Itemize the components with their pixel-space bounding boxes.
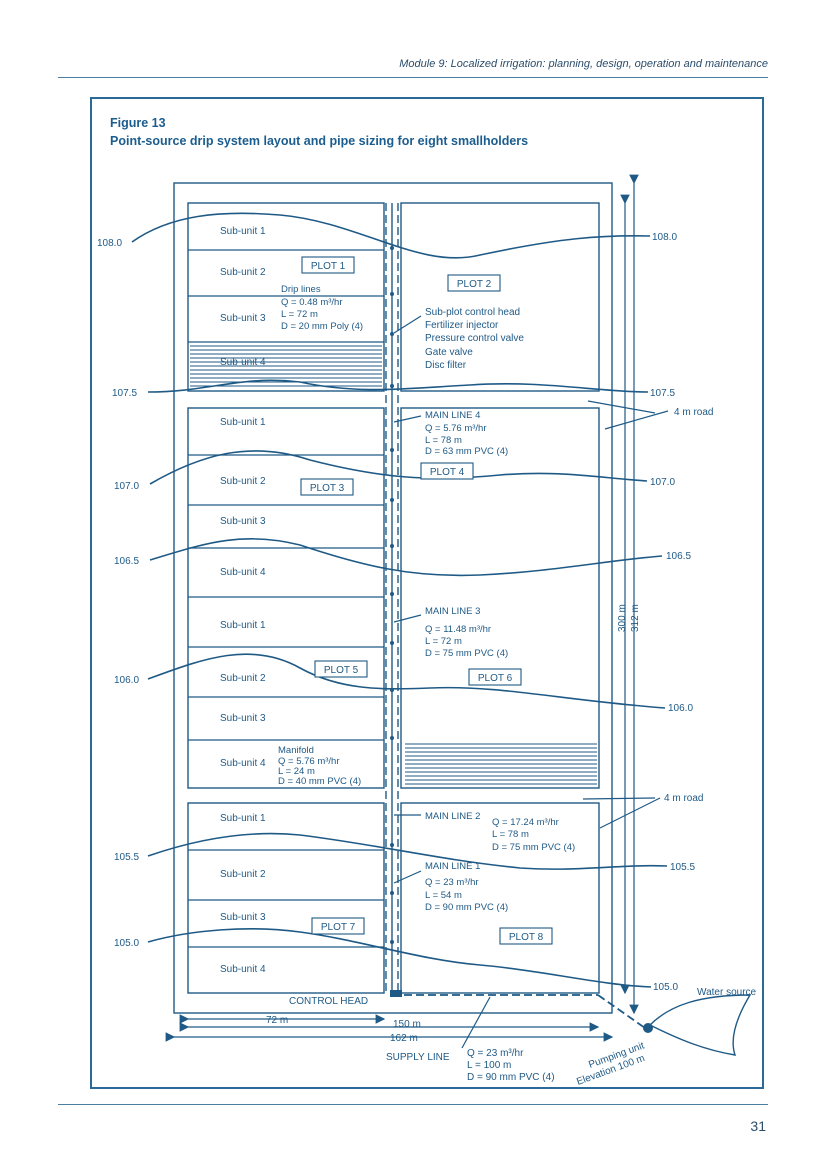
main-line-3-d: D = 75 mm PVC (4) [425, 648, 508, 659]
subunit-label: Sub-unit 4 [220, 964, 266, 975]
contour-label-right: 107.0 [650, 477, 675, 488]
control-head-item: Disc filter [425, 360, 467, 371]
figure-frame [90, 97, 764, 1089]
supply-line-label: SUPPLY LINE [386, 1052, 450, 1063]
page-number: 31 [750, 1118, 766, 1134]
water-source-shape [648, 994, 752, 1056]
manifold-l: L = 24 m [278, 766, 315, 777]
road-label: 4 m road [674, 407, 713, 418]
contour-label-right: 106.0 [668, 703, 693, 714]
block-plot2 [400, 202, 600, 392]
plot-2-label: PLOT 2 [457, 279, 492, 290]
manifold-d: D = 40 mm PVC (4) [278, 776, 361, 787]
main-line-4-d: D = 63 mm PVC (4) [425, 446, 508, 457]
control-head-item: Gate valve [425, 347, 473, 358]
block-plot8 [400, 802, 600, 994]
drip-lines-label: Drip lines [281, 284, 321, 295]
subunit-label: Sub-unit 2 [220, 267, 266, 278]
subunit-label: Sub-unit 3 [220, 313, 266, 324]
block-plot1 [187, 202, 385, 392]
main-line-3-q: Q = 11.48 m³/hr [425, 624, 491, 635]
contour-label-left: 106.0 [114, 675, 139, 686]
farm-boundary [173, 182, 613, 1014]
dimension-300m: 300 m [617, 604, 628, 632]
main-line-4-l: L = 78 m [425, 435, 462, 446]
contour-label-left: 105.0 [114, 938, 139, 949]
contour-label-left: 107.5 [112, 388, 137, 399]
dimension-72m: 72 m [266, 1015, 288, 1026]
control-head-item: Sub-plot control head [425, 307, 520, 318]
control-head-label: CONTROL HEAD [289, 996, 368, 1007]
plot-1-label: PLOT 1 [311, 261, 346, 272]
subunit-label: Sub-unit 1 [220, 813, 266, 824]
subunit-label: Sub-unit 2 [220, 869, 266, 880]
main-line-1-d: D = 90 mm PVC (4) [425, 902, 508, 913]
subunit-label: Sub-unit 4 [220, 567, 266, 578]
contour-label-left: 107.0 [114, 481, 139, 492]
subunit-label: Sub-unit 3 [220, 912, 266, 923]
subunit-label: Sub-unit 1 [220, 417, 266, 428]
dimension-162m: 162 m [390, 1033, 418, 1044]
main-line-2-q: Q = 17.24 m³/hr [492, 817, 559, 828]
road-label: 4 m road [664, 793, 703, 804]
contour-label-left: 106.5 [114, 556, 139, 567]
main-line-4-q: Q = 5.76 m³/hr [425, 423, 487, 434]
contour-label-left: 105.5 [114, 852, 139, 863]
supply-line-q: Q = 23 m³/hr [467, 1048, 524, 1059]
page-header: Module 9: Localized irrigation: planning… [399, 58, 768, 70]
main-line-2-name: MAIN LINE 2 [425, 811, 480, 822]
control-head-item: Pressure control valve [425, 333, 524, 344]
main-line-2-l: L = 78 m [492, 829, 529, 840]
contour-label-left: 108.0 [97, 238, 122, 249]
drip-lines-d: D = 20 mm Poly (4) [281, 321, 363, 332]
header-rule [58, 77, 768, 78]
footer-rule [58, 1104, 768, 1105]
main-line-3-l: L = 72 m [425, 636, 462, 647]
plot-6-label: PLOT 6 [478, 673, 513, 684]
subunit-label: Sub-unit 1 [220, 226, 266, 237]
supply-line-d: D = 90 mm PVC (4) [467, 1072, 555, 1083]
subunit-label: Sub-unit 2 [220, 673, 266, 684]
main-line-1-name: MAIN LINE 1 [425, 861, 480, 872]
block-plot7 [187, 802, 385, 994]
supply-line-l: L = 100 m [467, 1060, 511, 1071]
contour-label-right: 108.0 [652, 232, 677, 243]
main-line-1-l: L = 54 m [425, 890, 462, 901]
block-plot4-6 [400, 407, 600, 789]
plot-5-label: PLOT 5 [324, 665, 359, 676]
subunit-label: Sub-unit 1 [220, 620, 266, 631]
manifold-q: Q = 5.76 m³/hr [278, 756, 340, 767]
block-plot3-5 [187, 407, 385, 789]
subunit-label: Sub-unit 4 [220, 357, 266, 368]
water-source-label: Water source [697, 987, 757, 998]
control-head-item: Fertilizer injector [425, 320, 499, 331]
plot-4-label: PLOT 4 [430, 467, 465, 478]
main-line-2-d: D = 75 mm PVC (4) [492, 842, 575, 853]
subunit-label: Sub-unit 3 [220, 713, 266, 724]
dimension-312m: 312 m [630, 604, 641, 632]
dimension-150m: 150 m [393, 1019, 421, 1030]
main-line-1-q: Q = 23 m³/hr [425, 877, 479, 888]
plot-7-label: PLOT 7 [321, 922, 356, 933]
subunit-label: Sub-unit 2 [220, 476, 266, 487]
figure-title: Point-source drip system layout and pipe… [110, 134, 529, 148]
drip-lines-l: L = 72 m [281, 309, 318, 320]
subunit-label: Sub-unit 4 [220, 758, 266, 769]
plot-8-label: PLOT 8 [509, 932, 544, 943]
contour-label-right: 106.5 [666, 551, 691, 562]
contour-label-right: 107.5 [650, 388, 675, 399]
plot-3-label: PLOT 3 [310, 483, 345, 494]
contour-label-right: 105.5 [670, 862, 695, 873]
main-line-3-name: MAIN LINE 3 [425, 606, 480, 617]
figure-label: Figure 13 [110, 116, 166, 130]
manifold-name: Manifold [278, 745, 314, 756]
main-line-4-name: MAIN LINE 4 [425, 410, 480, 421]
subunit-label: Sub-unit 3 [220, 516, 266, 527]
contour-label-right: 105.0 [653, 982, 678, 993]
drip-lines-q: Q = 0.48 m³/hr [281, 297, 343, 308]
